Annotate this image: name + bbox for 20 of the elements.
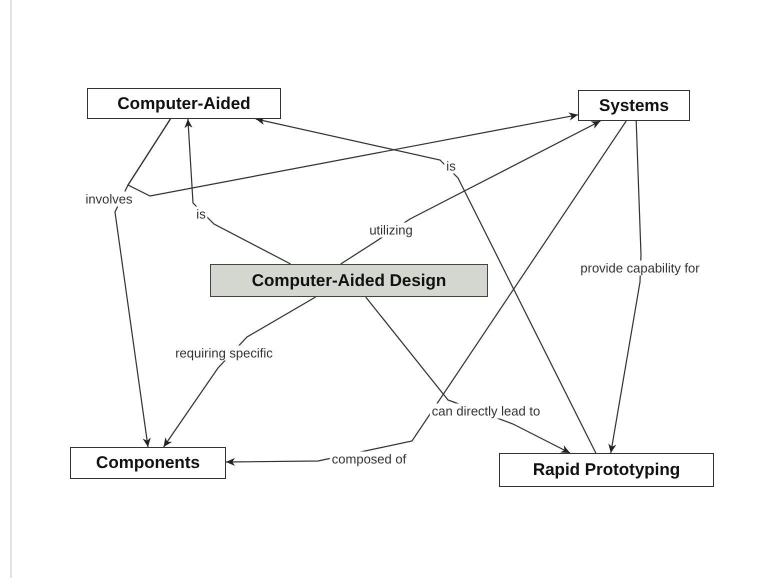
concept-box: Components (70, 447, 226, 479)
arrow (163, 296, 316, 448)
arrow (127, 112, 578, 197)
edge-label: requiring specific (173, 346, 275, 360)
edge-label: involves (84, 192, 134, 206)
arrow (608, 120, 642, 454)
arrow (226, 120, 627, 466)
edge-label: provide capability for (578, 260, 702, 276)
arrow (256, 117, 596, 454)
edge-label: composed of (330, 452, 408, 466)
edge-label: utilizing (367, 222, 415, 238)
concept-box: Computer-Aided Design (210, 264, 488, 297)
edge-label: is (444, 158, 458, 174)
arrow (184, 118, 291, 265)
edge-label: can directly lead to (430, 404, 542, 418)
concept-box: Computer-Aided (87, 88, 281, 119)
edge-label: is (194, 206, 208, 222)
concept-box: Rapid Prototyping (499, 453, 714, 487)
arrow (340, 120, 601, 264)
concept-box: Systems (578, 90, 690, 121)
